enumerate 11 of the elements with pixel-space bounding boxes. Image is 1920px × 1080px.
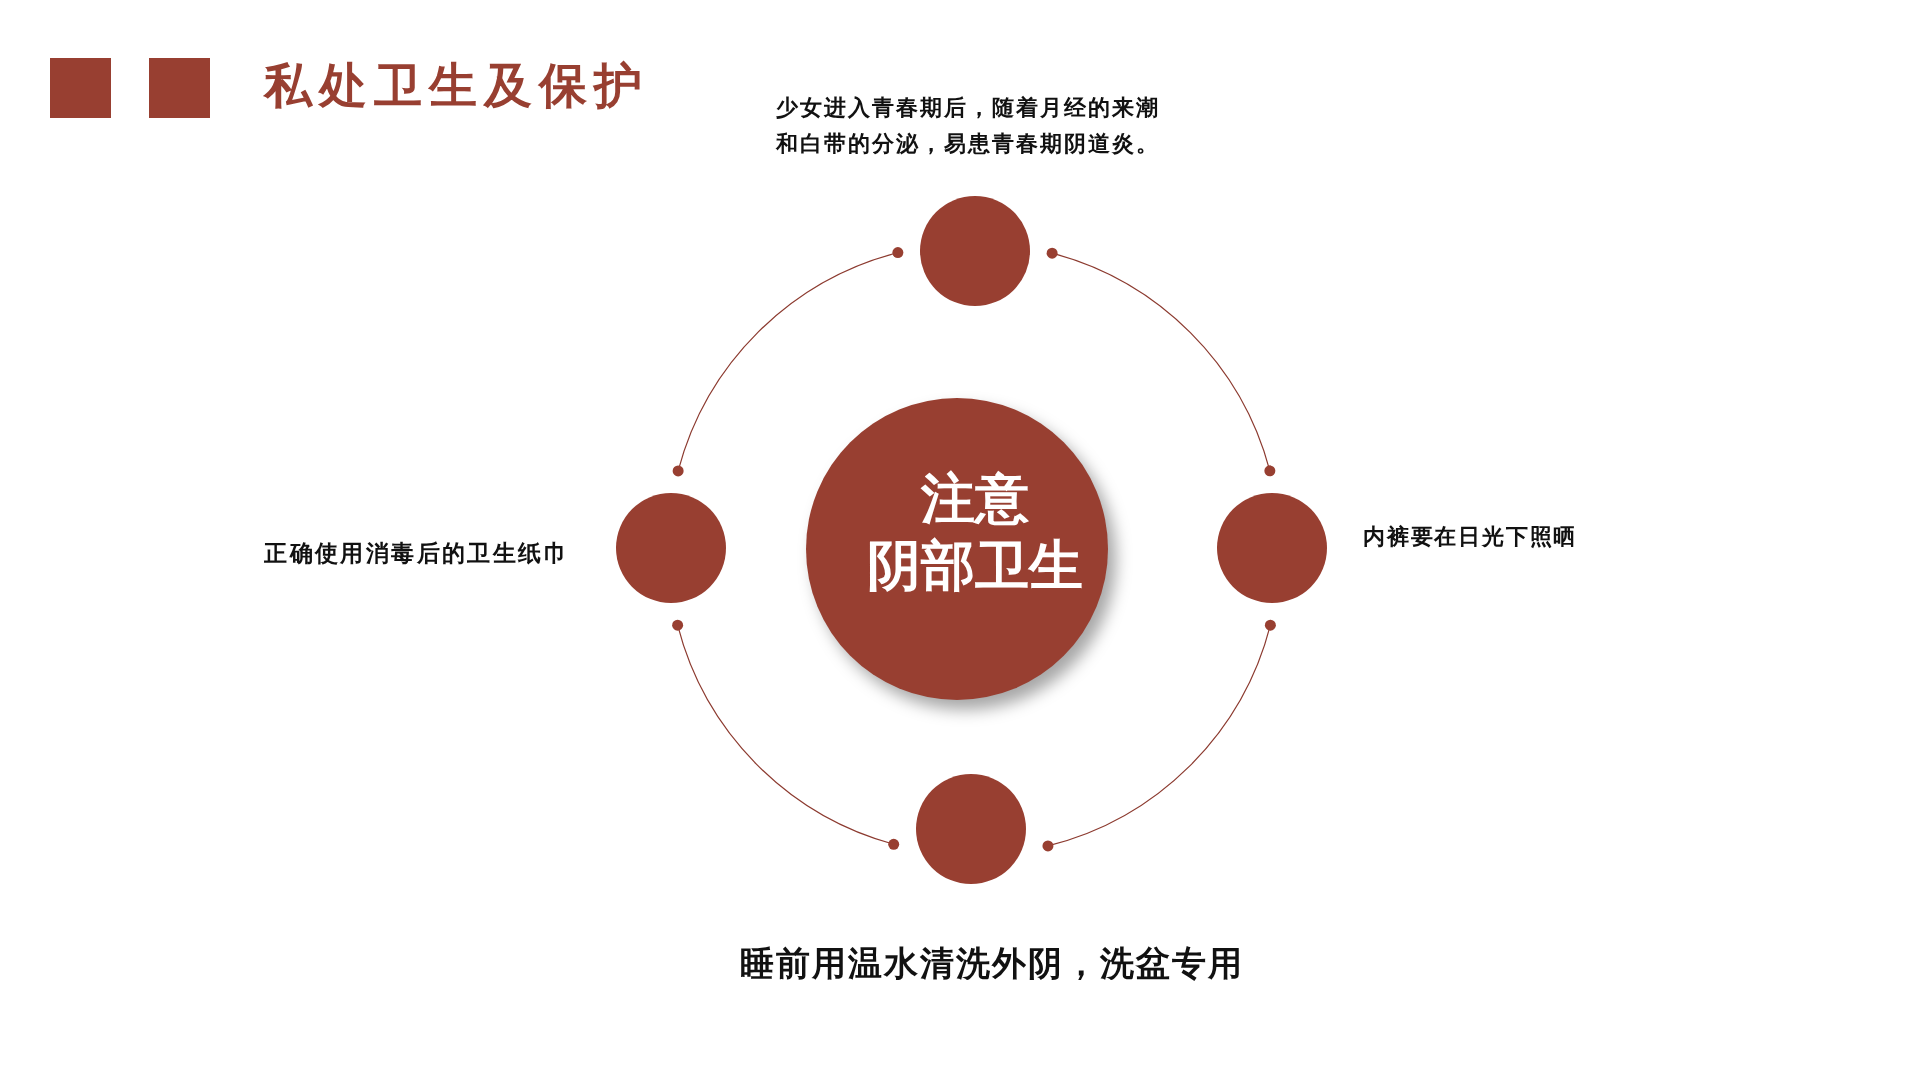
connector-arc [1042, 619, 1276, 852]
connector-arc [672, 247, 904, 477]
note-text: 睡前用温水清洗外阴，洗盆专用 [739, 943, 1245, 984]
circle-heading: 注意 [921, 468, 1029, 531]
slide-title: 私处卫生及保护 [264, 58, 649, 114]
connector-arc [1046, 247, 1276, 477]
circle-heading: 阴部卫生 [867, 535, 1083, 598]
note-text: 正确使用消毒后的卫生纸巾 [263, 539, 569, 568]
note-text: 内裤要在日光下照晒 [1363, 523, 1579, 551]
connector-arc [672, 619, 900, 850]
note-text: 少女进入青春期后，随着月经的来潮和白带的分泌，易患青春期阴道炎。 [776, 94, 1161, 158]
